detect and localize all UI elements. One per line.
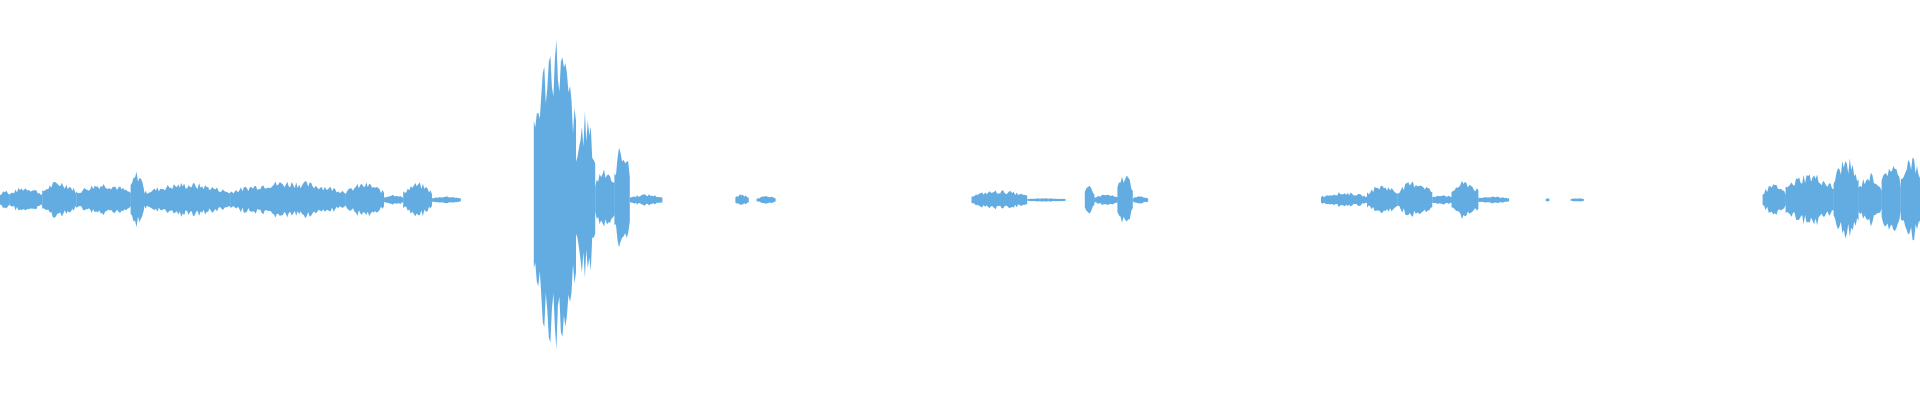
waveform-segment <box>1785 174 1834 226</box>
waveform-segment <box>432 196 461 204</box>
waveform-segment <box>735 194 749 205</box>
waveform-segment <box>1478 196 1510 204</box>
waveform-segment <box>756 196 776 204</box>
waveform-segment <box>230 181 346 219</box>
waveform-segment <box>629 194 663 206</box>
waveform-segment <box>614 147 630 248</box>
waveform-segment <box>1545 198 1550 202</box>
waveform-segment <box>0 190 10 209</box>
waveform-segment <box>1084 185 1095 214</box>
waveform-segment <box>1132 196 1149 204</box>
waveform-segment <box>1570 198 1584 202</box>
waveform-segment <box>1397 181 1433 217</box>
waveform-segment <box>1762 184 1786 216</box>
waveform-segment <box>1881 166 1901 231</box>
waveform-segment <box>533 39 576 350</box>
waveform-segment <box>595 169 615 227</box>
waveform-segment <box>1451 180 1479 220</box>
waveform-segment <box>1117 175 1133 223</box>
waveform-segment <box>144 182 231 217</box>
waveform-segment <box>1900 157 1920 241</box>
waveform-segment <box>1858 172 1882 227</box>
waveform-segment <box>403 182 432 217</box>
waveform-segment <box>576 111 596 278</box>
waveform-segment <box>1833 158 1859 239</box>
waveform-segment <box>971 190 1028 210</box>
waveform-segment <box>42 181 77 218</box>
waveform-segment <box>1094 194 1118 206</box>
waveform-layer <box>0 39 1920 350</box>
waveform-segment <box>130 171 144 228</box>
waveform-segment <box>384 194 404 205</box>
waveform-segment <box>1321 192 1367 208</box>
waveform-segment <box>345 182 384 217</box>
waveform-segment <box>1027 198 1066 202</box>
waveform-segment <box>1432 195 1452 205</box>
waveform-segment <box>76 184 131 216</box>
waveform-segment <box>9 187 43 211</box>
waveform-segment <box>1367 185 1398 213</box>
